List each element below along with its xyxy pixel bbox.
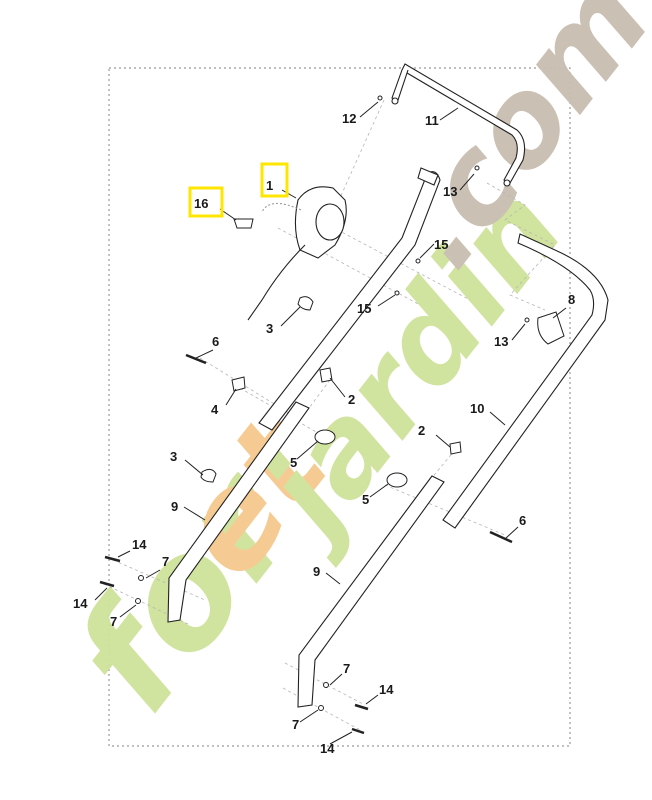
part-7-washer-b: [135, 598, 141, 604]
callout-5-lower[interactable]: 5: [362, 492, 369, 507]
callout-13-upper[interactable]: 13: [443, 184, 457, 199]
highlight-boxes: [188, 162, 289, 218]
part-2-nut-upper: [319, 367, 333, 383]
part-14-bolt-b: [99, 580, 115, 588]
part-11-control-bar[interactable]: [391, 63, 526, 187]
part-15-screw-upper: [415, 258, 421, 264]
callout-15-upper[interactable]: 15: [434, 237, 448, 252]
part-7-washer-a: [138, 575, 144, 581]
leader-lines: [94, 101, 567, 745]
part-15-screw-lower: [394, 290, 400, 296]
callout-6-lower[interactable]: 6: [519, 513, 526, 528]
part-9-lower-handle-right[interactable]: [297, 475, 445, 708]
callout-7-c[interactable]: 7: [343, 661, 350, 676]
part-14-bolt-a: [104, 555, 121, 563]
callout-1[interactable]: 1: [266, 178, 273, 193]
callout-7-b[interactable]: 7: [110, 614, 117, 629]
callout-13-lower[interactable]: 13: [494, 334, 508, 349]
callout-15-lower[interactable]: 15: [357, 301, 371, 316]
callout-labels: 1 16 12 11 13 15 15 8 13 3 6 2 4 10 2 5 …: [73, 111, 575, 756]
part-12-screw: [377, 95, 383, 101]
part-upper-handle-left[interactable]: [258, 167, 441, 431]
callout-10[interactable]: 10: [470, 401, 484, 416]
part-3-cap-lower: [200, 468, 217, 483]
highlight-box-part-1: [260, 162, 289, 198]
part-7-washer-c: [323, 682, 329, 688]
callout-6-upper[interactable]: 6: [212, 334, 219, 349]
part-13-screw-upper: [474, 165, 480, 171]
callout-7-d[interactable]: 7: [292, 717, 299, 732]
callout-2-lower[interactable]: 2: [418, 423, 425, 438]
highlight-box-part-16: [188, 186, 224, 218]
part-6-bolt-upper: [185, 353, 207, 365]
part-7-washer-d: [318, 705, 324, 711]
callout-8[interactable]: 8: [568, 292, 575, 307]
part-6-bolt-lower: [489, 530, 513, 544]
part-14-bolt-d: [351, 727, 365, 735]
part-5-knob-upper: [314, 429, 336, 445]
callout-12[interactable]: 12: [342, 111, 356, 126]
callout-5-upper[interactable]: 5: [290, 455, 297, 470]
small-parts: [99, 95, 565, 735]
part-16-cable-clip[interactable]: [233, 218, 254, 229]
callout-3-lower[interactable]: 3: [170, 449, 177, 464]
part-10-upper-handle-right[interactable]: [442, 233, 609, 529]
part-8-grip: [537, 311, 565, 345]
callout-14-c[interactable]: 14: [379, 682, 394, 697]
part-2-nut-lower: [449, 441, 462, 455]
diagram-frame: [108, 67, 571, 747]
part-3-cap-upper: [297, 296, 314, 311]
callout-14-d[interactable]: 14: [320, 741, 335, 756]
callout-4[interactable]: 4: [211, 402, 219, 417]
callout-9-left[interactable]: 9: [171, 499, 178, 514]
callout-14-b[interactable]: 14: [73, 596, 88, 611]
callout-2-upper[interactable]: 2: [348, 392, 355, 407]
part-13-screw-lower: [524, 317, 530, 323]
part-1-operating-lever[interactable]: [247, 186, 347, 321]
callout-3-upper[interactable]: 3: [266, 321, 273, 336]
callout-14-a[interactable]: 14: [132, 537, 147, 552]
callout-9-right[interactable]: 9: [313, 564, 320, 579]
part-4-clamp: [231, 376, 246, 392]
part-5-knob-lower: [386, 472, 408, 488]
part-14-bolt-c: [354, 703, 369, 711]
callout-7-a[interactable]: 7: [162, 554, 169, 569]
callout-11[interactable]: 11: [425, 113, 439, 128]
callout-16[interactable]: 16: [194, 196, 208, 211]
part-9-lower-handle-left[interactable]: [167, 401, 310, 623]
